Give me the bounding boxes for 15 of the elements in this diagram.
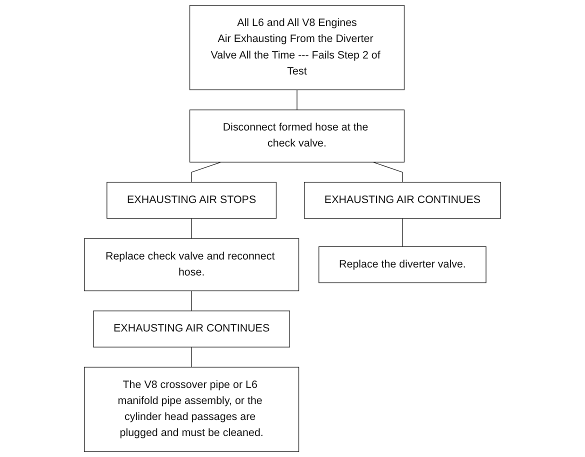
node-box: The V8 crossover pipe or L6 manifold pipe assembly, or the cylinder head passages are plugged and must be cleaned.	[84, 366, 300, 452]
connector	[191, 162, 222, 183]
connector	[372, 162, 403, 183]
node-box: EXHAUSTING AIR CONTINUES	[93, 310, 290, 348]
node-box: Replace the diverter valve.	[318, 246, 486, 284]
node-box: Disconnect formed hose at the check valve.	[189, 110, 405, 162]
connector	[191, 290, 192, 312]
connector	[191, 218, 192, 239]
node-box: All L6 and All V8 Engines Air Exhausting From the Diverter Valve All the Time --- Fails Step 2 of Test	[189, 5, 405, 90]
node-box: EXHAUSTING AIR CONTINUES	[304, 182, 501, 219]
node-box: EXHAUSTING AIR STOPS	[106, 182, 277, 219]
connector	[402, 218, 403, 247]
connector	[191, 346, 192, 368]
node-box: Replace check valve and reconnect hose.	[84, 238, 300, 292]
connector	[296, 89, 298, 110]
